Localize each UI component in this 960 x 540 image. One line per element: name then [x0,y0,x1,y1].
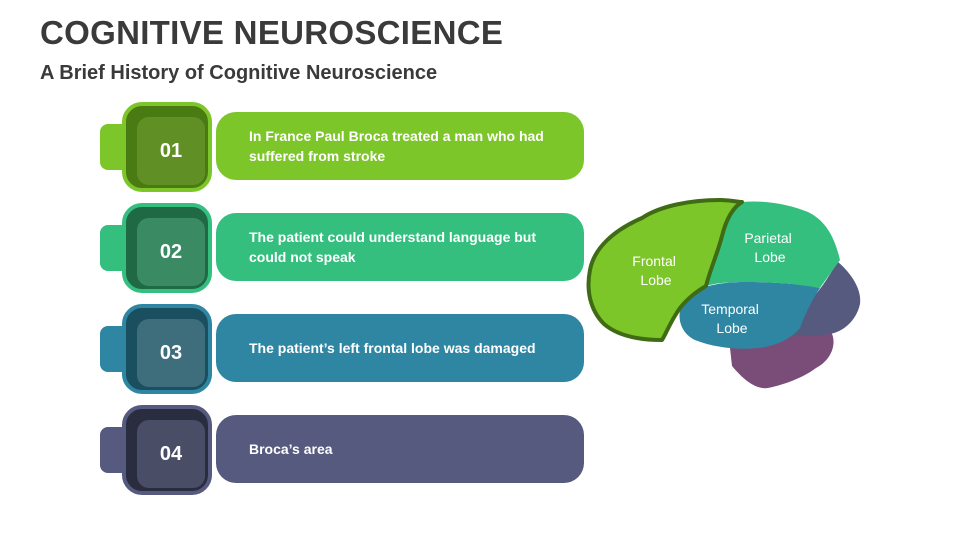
step-row: In France Paul Broca treated a man who h… [100,102,584,192]
parietal-label: Parietal Lobe [744,230,795,265]
step-badge: 04 [122,405,212,495]
frontal-label: Frontal Lobe [632,253,679,288]
step-badge: 02 [122,203,212,293]
brain-occipital-lobe [790,262,861,337]
step-number: 01 [137,117,205,185]
step-row: The patient could understand language bu… [100,203,584,293]
step-bar [216,415,584,483]
page-subtitle: A Brief History of Cognitive Neuroscienc… [40,62,438,84]
page-title: COGNITIVE NEUROSCIENCE [40,14,504,51]
temporal-label: Temporal Lobe [701,301,762,336]
step-text: The patient’s left frontal lobe was dama… [249,340,536,356]
step-bar [216,213,584,281]
brain-frontal-lobe [586,198,744,342]
brain-diagram: Frontal Lobe Parietal Lobe Temporal Lobe [586,198,861,389]
brain-temporal-lobe [679,282,820,349]
step-row: Broca’s area 04 [100,405,584,495]
step-text: In France Paul Broca treated a man who h… [249,128,544,164]
step-badge: 03 [122,304,212,394]
step-text: Broca’s area [249,441,333,457]
step-number: 03 [137,319,205,387]
step-bar [216,314,584,382]
step-number: 04 [137,420,205,488]
step-badge: 01 [122,102,212,192]
brain-parietal-lobe [706,201,840,288]
step-text: The patient could understand language bu… [249,229,537,265]
step-number: 02 [137,218,205,286]
step-bar [216,112,584,180]
step-row: The patient’s left frontal lobe was dama… [100,304,584,394]
